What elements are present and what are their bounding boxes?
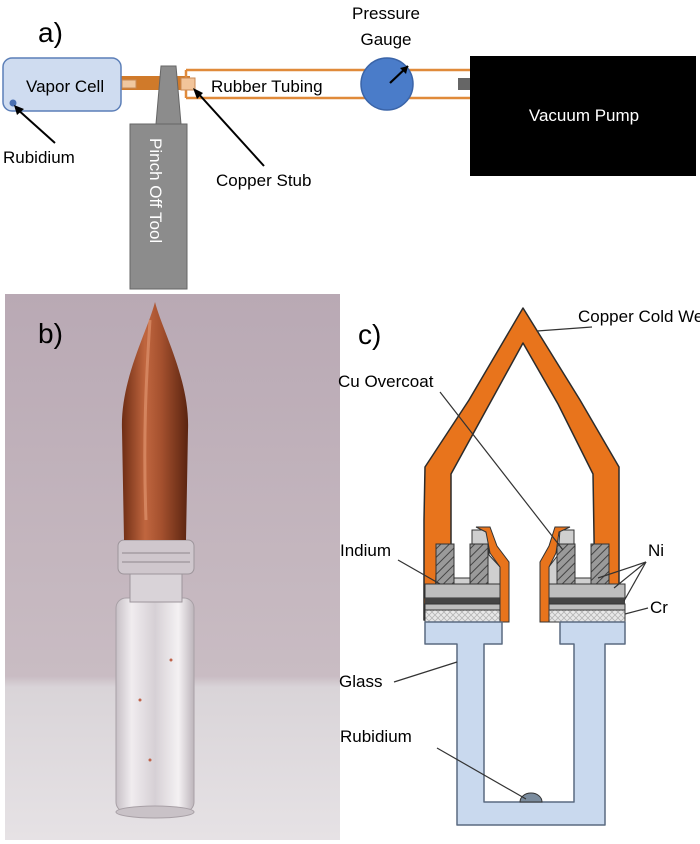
right-ni-layer (545, 583, 626, 599)
gauge-needle-tip (400, 66, 408, 74)
vial-base (115, 805, 195, 819)
left-overcoat (475, 526, 510, 623)
rubidium-arrowhead-a (14, 105, 24, 115)
pressure-gauge-label-1: Pressure (352, 4, 420, 23)
cu-overcoat-leader (439, 391, 564, 551)
panel-c: c) Copper Cold Weld (338, 307, 700, 826)
pump-connector (458, 78, 472, 90)
panel-b-photo: b) (5, 294, 340, 840)
vapor-cell-label: Vapor Cell (26, 77, 104, 96)
panel-a-letter: a) (38, 17, 63, 48)
left-ni-layer-2 (424, 603, 503, 611)
rubidium-label-a: Rubidium (3, 148, 75, 167)
pinch-off-tool (129, 65, 188, 290)
vial-lip (117, 539, 195, 575)
indium-leader (397, 559, 441, 585)
glass-label: Glass (339, 672, 382, 691)
copper-stub-label: Copper Stub (216, 171, 311, 190)
rubidium-leader-c (436, 747, 527, 800)
pressure-gauge (360, 57, 414, 111)
ni-leader-1 (597, 561, 647, 579)
right-cr-layer (545, 609, 626, 623)
right-indium-layer (546, 598, 625, 604)
panel-a: a) Vapor Cell Pinch Off Tool Rubber Tubi… (2, 4, 696, 290)
rubidium-dot (9, 99, 17, 107)
copper-cold-weld-photo (121, 302, 189, 540)
pressure-gauge-label-2: Gauge (360, 30, 411, 49)
pinch-off-tool-label: Pinch Off Tool (146, 138, 165, 243)
ni-label: Ni (648, 541, 664, 560)
vapor-cell (2, 57, 122, 112)
rubber-tubing-label: Rubber Tubing (211, 77, 323, 96)
vacuum-pump-label: Vacuum Pump (529, 106, 639, 125)
indium-label: Indium (340, 541, 391, 560)
ni-leader-2 (613, 561, 647, 589)
panel-b-letter: b) (38, 318, 63, 349)
copper-stub-marker (180, 77, 196, 91)
right-seal (539, 526, 626, 623)
right-ni-layer-2 (545, 603, 626, 611)
glass-leader (393, 661, 458, 683)
left-seal (424, 526, 510, 623)
rubidium-arrow-a (15, 107, 56, 144)
copper-stub-arrow (195, 90, 265, 167)
cu-overcoat-label: Cu Overcoat (338, 372, 434, 391)
glass-cell-body (424, 621, 626, 826)
copper-stub-arrowhead (193, 88, 203, 99)
vacuum-pump (470, 56, 696, 176)
left-ni-layer (424, 583, 503, 599)
ni-leader-3 (623, 561, 647, 602)
right-overcoat (539, 526, 571, 623)
left-cr-layer (424, 609, 503, 623)
copper-cold-weld-label: Copper Cold Weld (578, 307, 700, 326)
panel-c-letter: c) (358, 319, 381, 350)
cell-stem-tip (121, 79, 137, 89)
cold-weld-leader (536, 326, 593, 332)
glass-vial (115, 597, 195, 813)
cr-leader (624, 607, 649, 615)
vial-neck (129, 569, 183, 603)
cr-label: Cr (650, 598, 668, 617)
left-indium-layer (425, 598, 502, 604)
rubidium-label-c: Rubidium (340, 727, 412, 746)
rubidium-droplet (519, 792, 543, 803)
